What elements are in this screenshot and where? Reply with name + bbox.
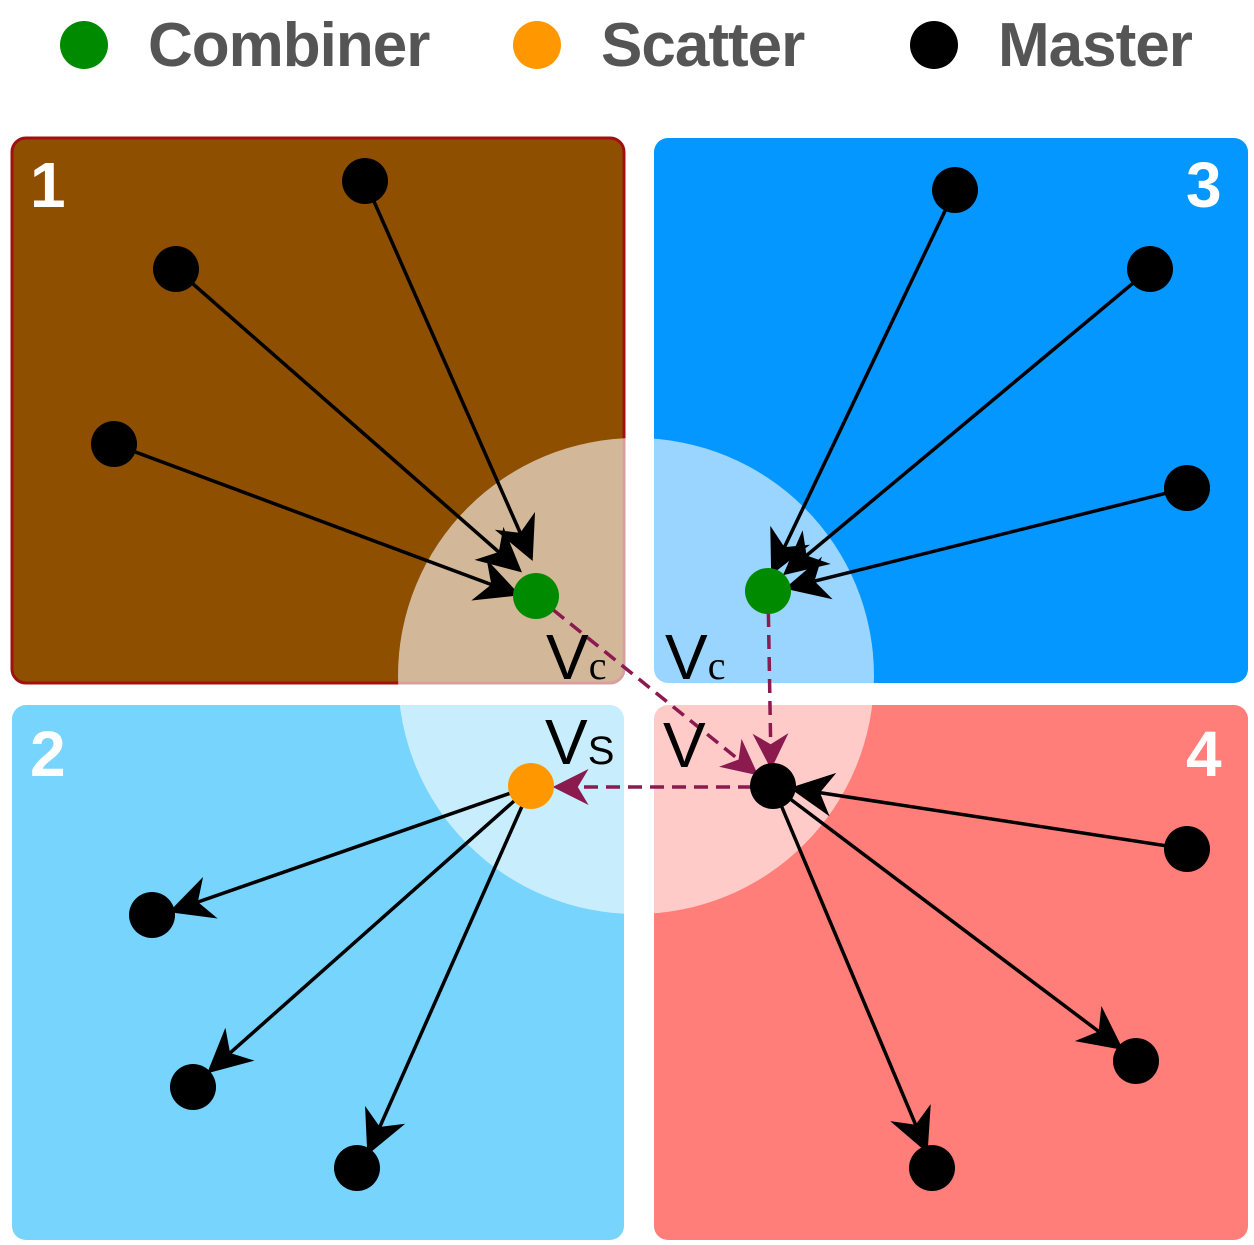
edge-q1-c — [113, 442, 521, 601]
node-q2-b — [170, 1064, 216, 1110]
node-q3-top — [932, 167, 978, 213]
edge-q1-a — [363, 180, 536, 562]
label-vc-left: Vc — [546, 621, 606, 693]
edge-q2-c — [365, 785, 533, 1156]
legend: Combiner Scatter Master — [0, 0, 1254, 100]
label-vs: VS — [545, 706, 614, 778]
node-q4-out-a — [1113, 1038, 1159, 1084]
combiner-dot-icon — [60, 21, 108, 69]
edge-q3-c — [784, 486, 1188, 600]
edge-q3-a — [770, 189, 957, 575]
node-q1-top — [342, 158, 388, 204]
edge-q2-b — [207, 784, 533, 1074]
scatter-dot-icon — [513, 21, 561, 69]
node-q2-c — [334, 1145, 380, 1191]
edges-quadrant-1 — [113, 180, 536, 601]
legend-item-scatter: Scatter — [513, 10, 805, 80]
dashed-edges — [534, 590, 789, 805]
quadrant-1-number: 1 — [30, 149, 66, 221]
edges-quadrant-2 — [168, 784, 533, 1156]
legend-label-scatter: Scatter — [601, 10, 805, 80]
edge-q1-b — [174, 267, 522, 573]
label-v: V — [663, 709, 706, 781]
node-q4-in — [1164, 826, 1210, 872]
node-q3-mid — [1127, 246, 1173, 292]
label-vc-right: Vc — [665, 621, 725, 693]
node-q3-low — [1164, 465, 1210, 511]
edge-q3-b — [782, 267, 1152, 576]
edges-quadrant-4 — [771, 772, 1188, 1154]
combiner-node-1 — [513, 573, 559, 619]
scatter-node — [508, 763, 554, 809]
edge-q4-in — [789, 772, 1188, 851]
node-q1-mid — [153, 246, 199, 292]
master-dot-icon — [910, 21, 958, 69]
combiner-node-3 — [745, 568, 791, 614]
quadrant-2-number: 2 — [30, 718, 66, 790]
node-q4-out-b — [909, 1145, 955, 1191]
quadrant-4-number: 4 — [1186, 718, 1222, 790]
legend-label-master: Master — [998, 10, 1193, 80]
node-q1-low — [91, 421, 137, 467]
quadrant-3-number: 3 — [1186, 149, 1222, 221]
node-q2-a — [129, 892, 175, 938]
master-nodes — [91, 158, 1210, 1191]
legend-label-combiner: Combiner — [148, 10, 430, 80]
edge-q4-out-a — [771, 784, 1124, 1050]
edge-q2-a — [168, 784, 532, 919]
legend-item-master: Master — [910, 10, 1193, 80]
dashed-edge-combiner1-to-master — [534, 594, 759, 776]
dashed-edge-combiner3-to-master — [752, 590, 789, 770]
edge-q4-out-b — [771, 785, 931, 1154]
legend-item-combiner: Combiner — [60, 10, 430, 80]
edges-quadrant-3 — [770, 189, 1188, 600]
master-node — [750, 763, 796, 809]
